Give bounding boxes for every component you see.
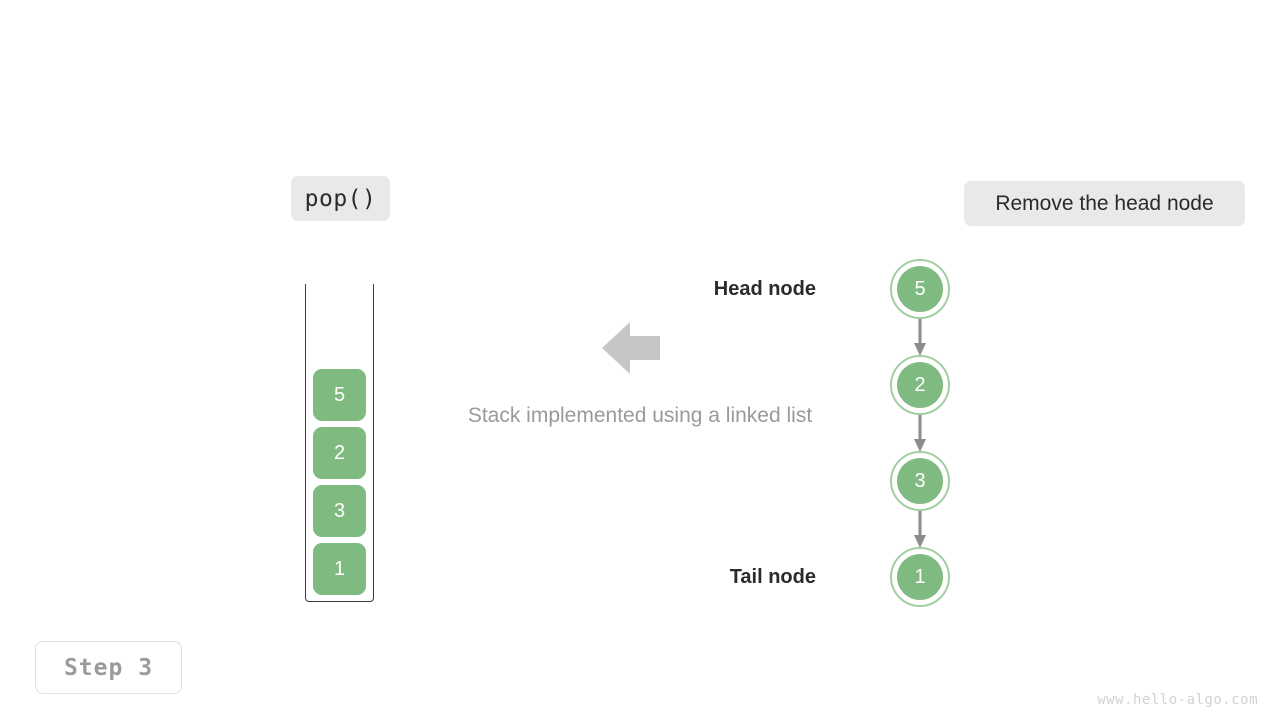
stack-cell: 1	[313, 543, 366, 595]
stack-cell: 3	[313, 485, 366, 537]
stack-frame	[305, 284, 374, 602]
list-node: 2	[890, 355, 950, 415]
link-arrow-icon	[912, 319, 928, 357]
node-value: 1	[897, 554, 943, 600]
link-arrow-icon	[912, 511, 928, 549]
operation-label: pop()	[291, 176, 390, 221]
linked-list: 5 2 3 1	[860, 252, 990, 612]
stack-items: 5 2 3 1	[305, 369, 374, 595]
stack-cell: 5	[313, 369, 366, 421]
watermark: www.hello-algo.com	[1097, 692, 1258, 708]
left-arrow-icon	[602, 320, 660, 376]
stack-cell: 2	[313, 427, 366, 479]
tail-node-label: Tail node	[729, 566, 816, 588]
node-value: 2	[897, 362, 943, 408]
stack-container: 5 2 3 1	[305, 284, 374, 602]
caption-text: Stack implemented using a linked list	[467, 404, 813, 427]
link-arrow-icon	[912, 415, 928, 453]
node-value: 5	[897, 266, 943, 312]
list-node: 1	[890, 547, 950, 607]
list-node: 5	[890, 259, 950, 319]
list-node: 3	[890, 451, 950, 511]
action-note: Remove the head node	[964, 181, 1245, 226]
node-value: 3	[897, 458, 943, 504]
step-badge: Step 3	[35, 641, 182, 694]
head-node-label: Head node	[713, 278, 816, 300]
